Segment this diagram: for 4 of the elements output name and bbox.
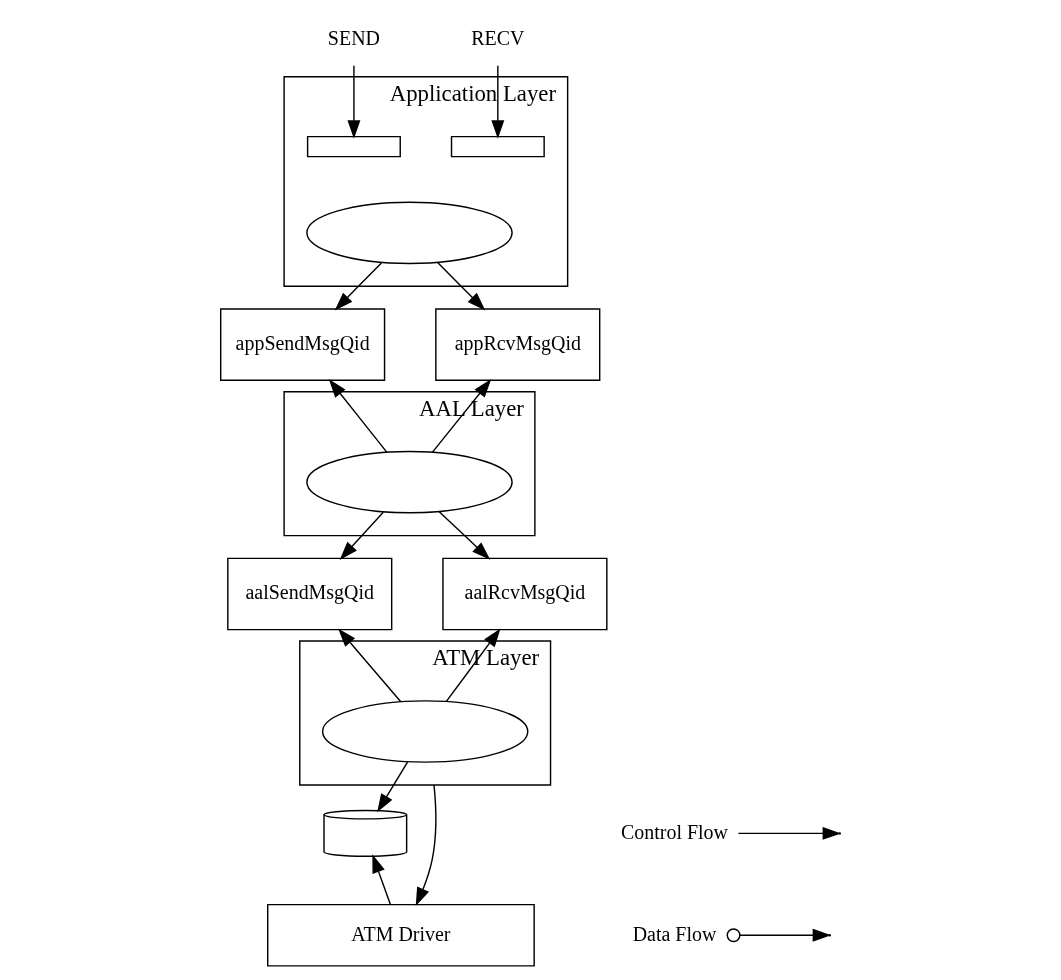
node-text: RECV <box>471 27 525 50</box>
legend-label: Control Flow <box>621 820 728 843</box>
node-text: SEND <box>327 27 380 50</box>
legend-label: Data Flow <box>632 922 717 945</box>
